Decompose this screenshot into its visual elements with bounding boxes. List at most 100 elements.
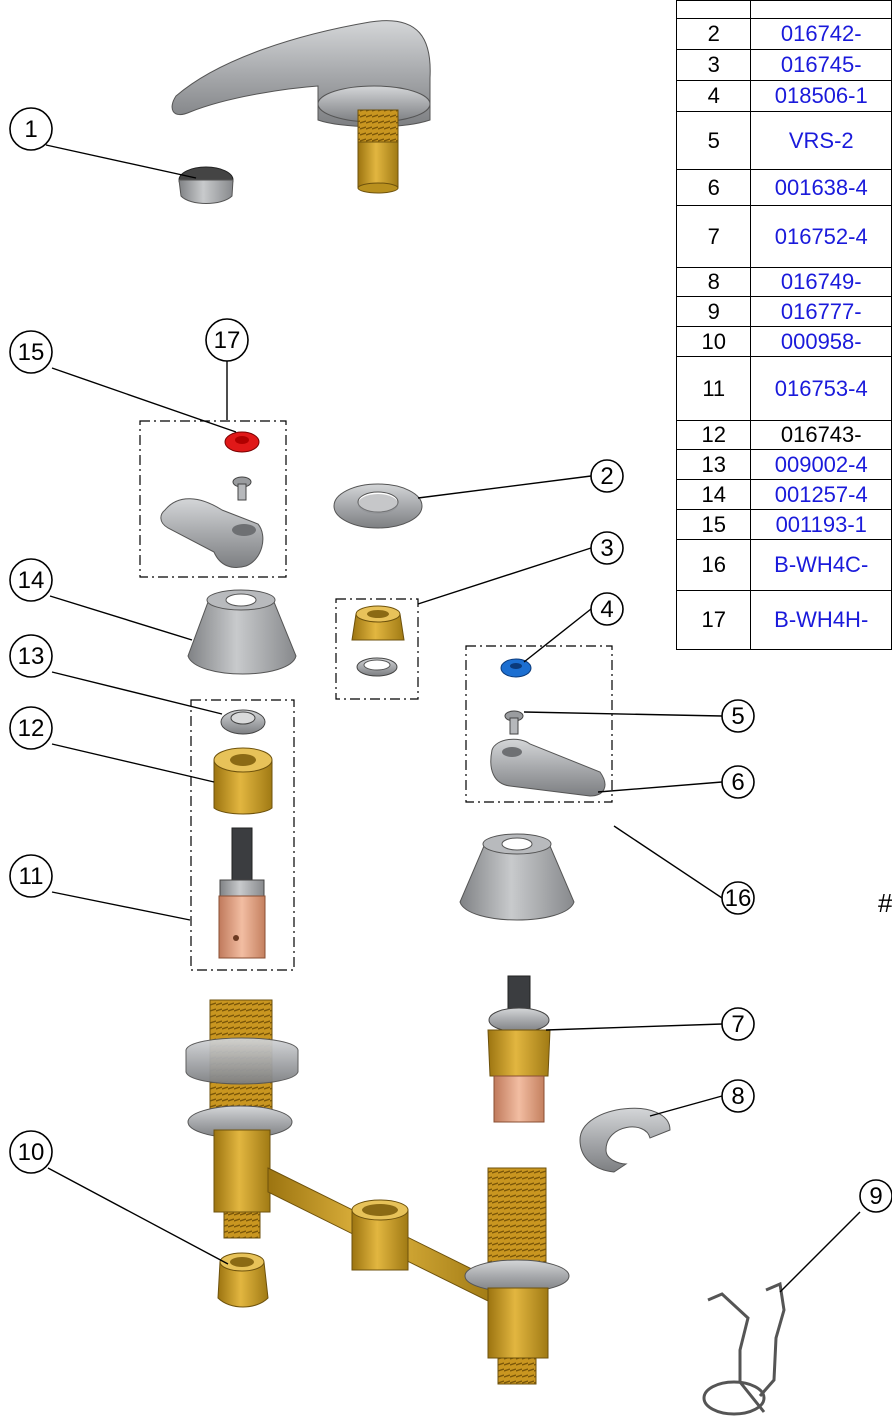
leader-3 xyxy=(417,547,592,605)
part-number-link[interactable]: 016745- xyxy=(750,49,892,81)
svg-text:8: 8 xyxy=(731,1083,744,1110)
callout-15: 15 xyxy=(9,330,53,374)
part-number-link[interactable]: 009002-4 xyxy=(750,449,892,480)
callout-9: 9 xyxy=(859,1179,892,1213)
part-number-link[interactable] xyxy=(750,0,892,19)
mounting-wire xyxy=(702,1281,786,1416)
svg-text:2: 2 xyxy=(600,463,613,490)
svg-text:7: 7 xyxy=(731,1011,744,1038)
nut-washer-box xyxy=(335,598,419,700)
svg-text:13: 13 xyxy=(18,643,45,670)
callout-11: 11 xyxy=(9,854,53,898)
hot-lever-handle xyxy=(160,498,264,568)
leader-5 xyxy=(523,711,723,717)
callout-1: 1 xyxy=(9,107,53,151)
leader-7 xyxy=(545,1023,723,1031)
hot-handle-kit-box xyxy=(139,420,287,578)
item-number: 17 xyxy=(675,590,752,650)
part-number-link[interactable]: 016752-4 xyxy=(750,205,892,268)
hash-label: # xyxy=(878,888,892,918)
item-number: 10 xyxy=(675,326,752,357)
part-number-link[interactable]: 000958- xyxy=(750,326,892,357)
item-number: 11 xyxy=(675,356,752,421)
svg-text:16: 16 xyxy=(725,885,752,912)
item-number: 4 xyxy=(675,80,752,112)
item-number: 6 xyxy=(675,169,752,206)
leader-10 xyxy=(47,1167,229,1265)
part-number-link[interactable]: B-WH4C- xyxy=(750,539,892,591)
item-number: 5 xyxy=(675,111,752,170)
callout-16: 16 xyxy=(721,881,755,915)
part-number-link[interactable]: 001638-4 xyxy=(750,169,892,206)
item-number: 12 xyxy=(675,420,752,450)
part-number-link[interactable]: B-WH4H- xyxy=(750,590,892,650)
hot-index-button xyxy=(224,431,260,453)
part-number-link[interactable]: 001257-4 xyxy=(750,479,892,510)
leader-16 xyxy=(613,825,723,899)
part-number-link[interactable]: 016777- xyxy=(750,296,892,327)
part-number-link[interactable]: 018506-1 xyxy=(750,80,892,112)
leader-12 xyxy=(51,743,215,783)
leader-8 xyxy=(649,1095,723,1117)
part-number-link[interactable]: VRS-2 xyxy=(750,111,892,170)
item-number: 14 xyxy=(675,479,752,510)
valve-body xyxy=(185,999,570,1385)
cold-handle-kit-box xyxy=(465,645,613,803)
part-number-link[interactable]: 016749- xyxy=(750,267,892,297)
callout-2: 2 xyxy=(590,459,624,493)
bonnet-nut xyxy=(213,747,273,815)
callout-3: 3 xyxy=(590,531,624,565)
part-number-link[interactable]: 001193-1 xyxy=(750,509,892,540)
cold-lever-handle xyxy=(490,738,606,797)
leader-9 xyxy=(779,1211,861,1293)
leader-1 xyxy=(45,144,197,179)
cold-index-button xyxy=(500,658,532,678)
svg-text:14: 14 xyxy=(18,567,45,594)
part-number-link[interactable]: 016742- xyxy=(750,18,892,50)
part-number-link[interactable]: 016753-4 xyxy=(750,356,892,421)
svg-text:5: 5 xyxy=(731,703,744,730)
svg-text:10: 10 xyxy=(18,1139,45,1166)
rubber-washer xyxy=(356,657,398,677)
leader-13 xyxy=(51,671,223,715)
item-number: 9 xyxy=(675,296,752,327)
svg-text:11: 11 xyxy=(19,863,44,890)
item-number: 13 xyxy=(675,449,752,480)
svg-text:1: 1 xyxy=(24,116,37,143)
callout-12: 12 xyxy=(9,706,53,750)
seat-washer xyxy=(220,709,266,735)
svg-text:17: 17 xyxy=(214,327,241,354)
flange-washer xyxy=(333,483,423,529)
item-number: 3 xyxy=(675,49,752,81)
item-number: 16 xyxy=(675,539,752,591)
escutcheon-right xyxy=(459,833,575,921)
aerator xyxy=(178,166,234,204)
item-number: 15 xyxy=(675,509,752,540)
callout-4: 4 xyxy=(590,592,624,626)
callout-10: 10 xyxy=(9,1130,53,1174)
callout-13: 13 xyxy=(9,634,53,678)
hot-handle-screw xyxy=(232,476,252,501)
hot-stem-kit-box xyxy=(190,699,295,971)
callout-17: 17 xyxy=(205,318,249,362)
leader-11 xyxy=(51,891,191,921)
svg-text:4: 4 xyxy=(600,596,613,623)
leader-15 xyxy=(51,367,237,433)
callout-7: 7 xyxy=(721,1007,755,1041)
